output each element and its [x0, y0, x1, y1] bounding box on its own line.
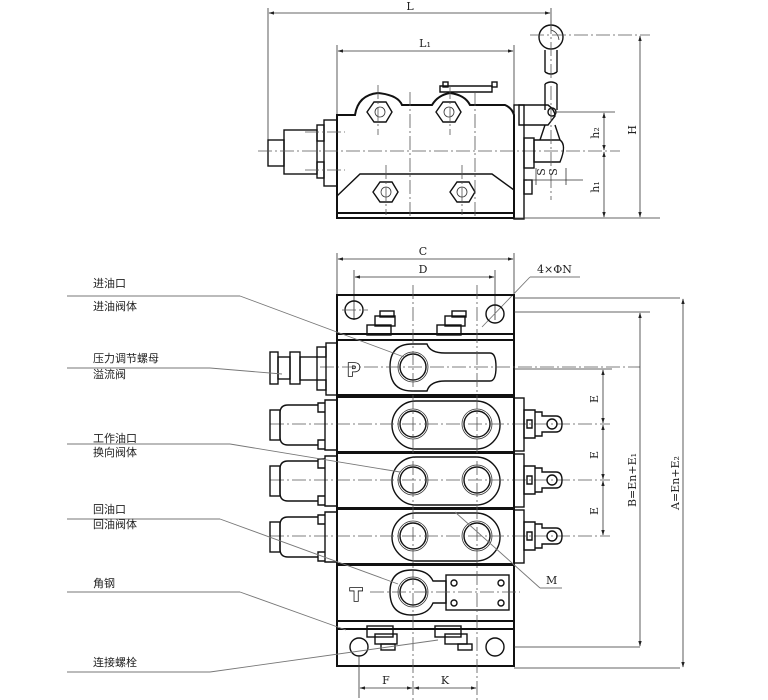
callout-return-body: 回油阀体	[93, 517, 137, 531]
dim-C-label: C	[419, 245, 427, 258]
dimension-E-stack: E E E	[514, 368, 612, 536]
callout-pressure-nut: 压力调节螺母	[67, 352, 283, 375]
callout-return-port: 回油口	[67, 502, 399, 585]
callout-4xPhiN: 4×ΦN	[481, 263, 580, 328]
dim-h2-label: h₂	[589, 127, 602, 139]
valve-body-side	[336, 81, 515, 219]
work-section-3	[269, 508, 610, 565]
callout-inlet-body: 进油阀体	[93, 299, 137, 313]
relief-valve-front	[269, 342, 338, 396]
dim-F-label: F	[382, 674, 390, 687]
dim-A-label: A=En+E₂	[669, 456, 682, 511]
dim-H-label: H	[626, 125, 639, 135]
hex-nut	[435, 101, 462, 123]
callout-directional-body: 换向阀体	[93, 445, 137, 459]
dim-E1-label: E	[588, 395, 601, 403]
callout-relief-valve: 溢流阀	[93, 367, 126, 381]
dim-E2-label: E	[588, 451, 601, 459]
hex-nut	[449, 181, 476, 203]
dimension-S: S S	[527, 168, 583, 185]
hex-nut	[372, 181, 399, 203]
label-inlet-body: 进油阀体	[93, 299, 137, 313]
label-pressure-adjusting-nut: 压力调节螺母	[93, 352, 159, 365]
dim-S-left-label: S	[535, 168, 548, 176]
dimension-h2: h₂	[555, 111, 615, 151]
dim-E3-label: E	[588, 507, 601, 515]
dimension-F: F	[359, 674, 413, 690]
dim-S-right-label: S	[547, 168, 560, 176]
dimension-L1: L₁	[336, 37, 515, 115]
hex-nut	[366, 101, 393, 123]
dim-h1-label: h₁	[589, 181, 602, 193]
label-relief-valve: 溢流阀	[93, 367, 126, 381]
callout-angle-steel: 角钢	[67, 577, 347, 631]
return-section: T	[336, 564, 520, 622]
label-angle-steel: 角钢	[93, 577, 115, 590]
dimension-L: L	[267, 0, 552, 140]
dim-D-label: D	[419, 263, 428, 276]
dim-M-label: M	[546, 574, 557, 587]
port-letter-P: P	[347, 360, 360, 381]
dimension-D: D	[353, 263, 496, 320]
label-return-body: 回油阀体	[93, 517, 137, 531]
label-return-port: 回油口	[93, 502, 126, 516]
port-letter-T: T	[350, 585, 363, 606]
relief-valve-side	[258, 119, 620, 187]
inlet-section: P	[320, 339, 640, 396]
dimension-h1: h₁	[589, 151, 606, 218]
dimension-K: K	[413, 674, 477, 690]
dim-B-label: B=En+E₁	[626, 453, 639, 507]
work-section-2	[269, 452, 610, 509]
top-angle-steel	[336, 294, 680, 341]
dim-L1-label: L₁	[419, 37, 431, 50]
work-section-1	[269, 396, 610, 453]
front-view: C D 4×ΦN	[67, 245, 685, 700]
label-directional-body: 换向阀体	[93, 445, 137, 459]
label-inlet-port: 进油口	[93, 276, 126, 290]
dimension-C: C	[336, 245, 515, 295]
callout-inlet-port: 进油口	[67, 276, 405, 358]
bottom-angle-steel	[336, 620, 680, 669]
label-connecting-bolt: 连接螺栓	[93, 655, 137, 669]
handle-assembly	[513, 20, 650, 220]
side-view: L L₁	[258, 0, 660, 220]
callout-M: M	[454, 511, 562, 589]
dim-4xPhiN-label: 4×ΦN	[537, 263, 572, 276]
dim-L-label: L	[406, 0, 414, 13]
dimension-H: H	[514, 35, 660, 219]
callout-work-port: 工作油口	[67, 431, 401, 473]
dimension-A: A=En+E₂	[669, 298, 685, 668]
label-work-port: 工作油口	[93, 431, 137, 445]
dim-K-label: K	[441, 674, 450, 687]
dimension-B: B=En+E₁	[626, 312, 642, 647]
callout-connecting-bolt: 连接螺栓	[67, 639, 439, 673]
